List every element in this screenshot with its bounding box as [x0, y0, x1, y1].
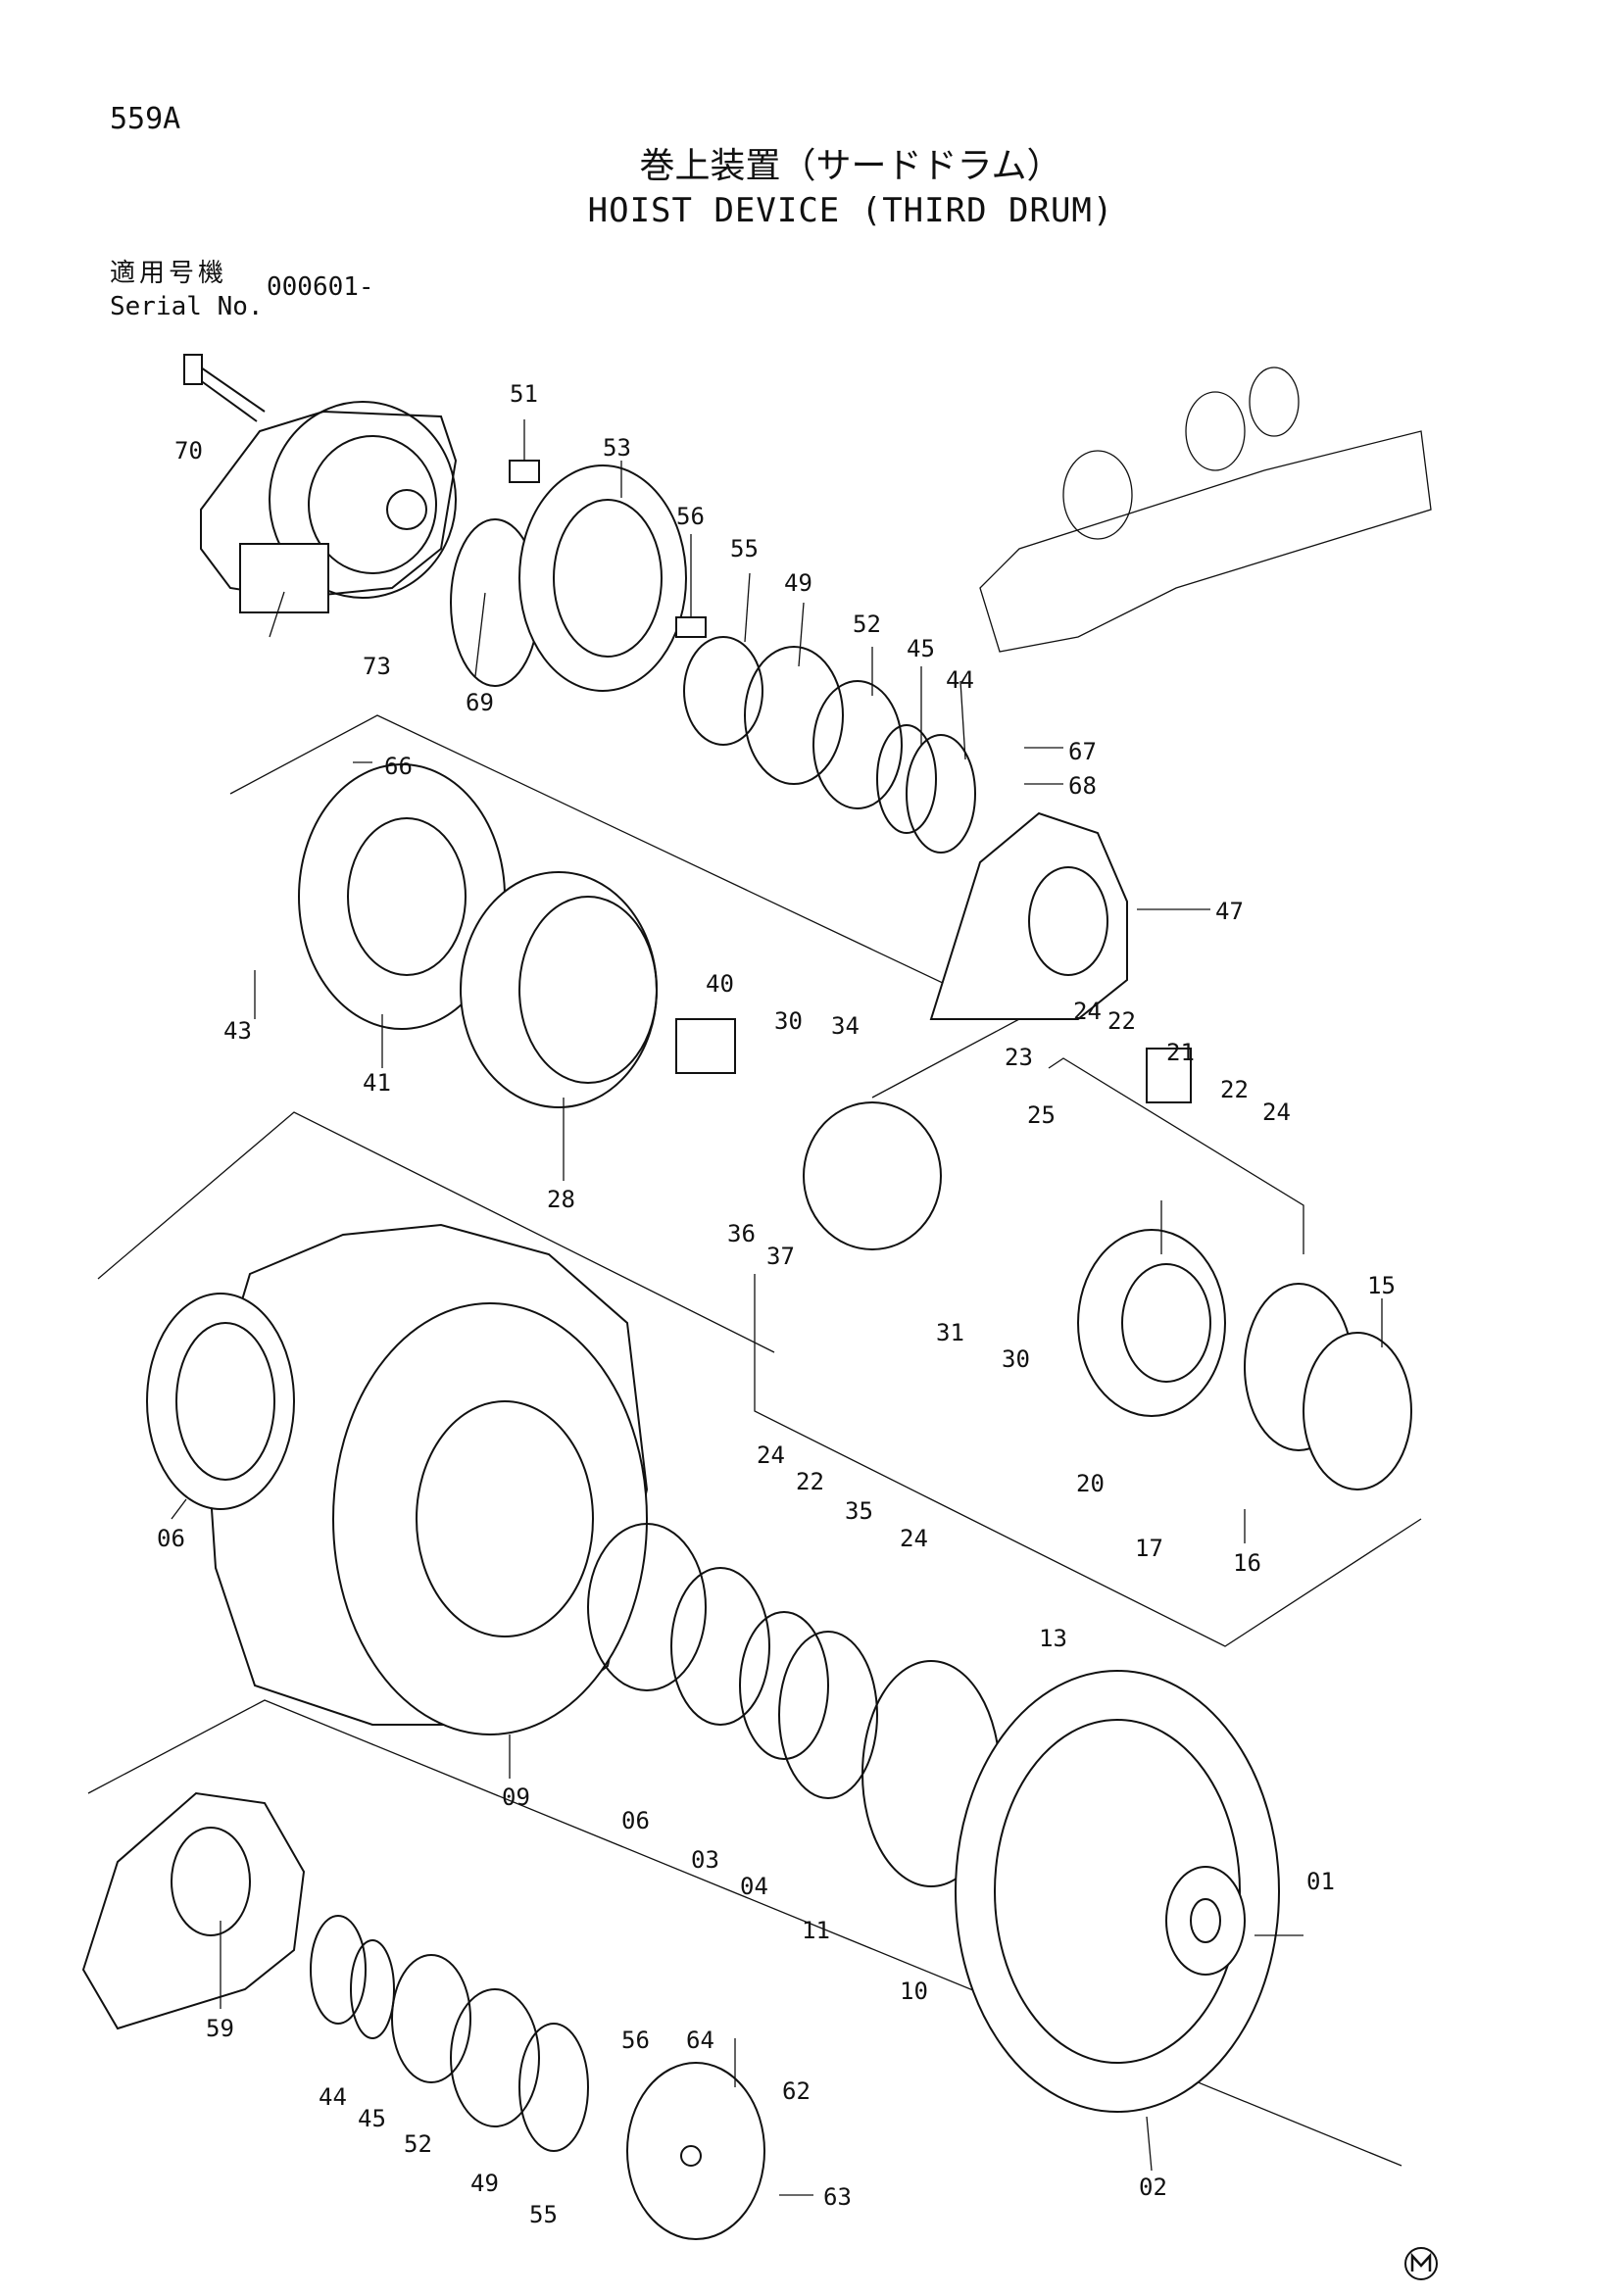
part-label-52: 52 — [853, 611, 881, 638]
part-label-21: 21 — [1166, 1039, 1195, 1066]
part-label-11: 11 — [802, 1917, 830, 1944]
serial-label-english: Serial No. — [110, 292, 264, 321]
part-label-10: 10 — [900, 1978, 928, 2005]
part-label-31: 31 — [936, 1319, 964, 1346]
part-label-22: 22 — [1220, 1076, 1249, 1103]
part-label-66: 66 — [384, 753, 413, 780]
part-label-56: 56 — [676, 503, 705, 530]
part-label-13: 13 — [1039, 1625, 1067, 1652]
hoist-motor-drawing — [183, 354, 458, 613]
serial-number-value: 000601- — [267, 272, 374, 302]
part-label-49: 49 — [784, 569, 812, 597]
part-label-15: 15 — [1367, 1272, 1396, 1299]
serial-label-japanese: 適用号機 — [110, 259, 228, 288]
part-label-62: 62 — [782, 2077, 811, 2105]
part-label-30: 30 — [774, 1007, 803, 1035]
part-label-47: 47 — [1215, 898, 1244, 925]
part-label-35: 35 — [845, 1497, 873, 1525]
part-label-45: 45 — [907, 635, 935, 662]
manufacturer-mark-icon — [1404, 2247, 1438, 2280]
part-label-20: 20 — [1076, 1470, 1105, 1497]
part-label-22: 22 — [796, 1468, 824, 1495]
drum-drawing — [97, 1111, 775, 1735]
part-label-55: 55 — [730, 535, 759, 562]
lower-bracket-drawing — [81, 1791, 765, 2240]
part-label-16: 16 — [1233, 1549, 1261, 1577]
part-label-55: 55 — [529, 2201, 558, 2228]
upper-seal-bearing-drawing — [450, 460, 976, 854]
part-label-01: 01 — [1306, 1868, 1335, 1895]
machine-location-sketch — [979, 366, 1432, 653]
part-label-17: 17 — [1135, 1535, 1163, 1562]
part-label-09: 09 — [502, 1783, 530, 1811]
part-label-45: 45 — [358, 2105, 386, 2132]
part-label-24: 24 — [900, 1525, 928, 1552]
part-label-02: 02 — [1139, 2174, 1167, 2201]
part-label-37: 37 — [766, 1243, 795, 1270]
part-label-41: 41 — [363, 1069, 391, 1097]
part-label-67: 67 — [1068, 738, 1097, 765]
page-title-english: HOIST DEVICE (THIRD DRUM) — [587, 191, 1114, 230]
part-label-06: 06 — [157, 1525, 185, 1552]
leader-lines — [171, 419, 1383, 2196]
part-label-52: 52 — [404, 2130, 432, 2158]
part-label-56: 56 — [621, 2027, 650, 2054]
part-number-labels: 70 73 51 69 53 56 55 49 52 45 44 67 68 6… — [157, 380, 1396, 2228]
part-label-63: 63 — [823, 2183, 852, 2211]
part-label-69: 69 — [466, 689, 494, 716]
part-label-24: 24 — [1073, 998, 1102, 1025]
part-label-43: 43 — [223, 1017, 252, 1045]
page-title-japanese: 巻上装置（サードドラム） — [639, 146, 1062, 186]
part-label-44: 44 — [946, 666, 974, 694]
part-label-51: 51 — [510, 380, 538, 408]
part-label-23: 23 — [1005, 1044, 1033, 1071]
part-label-03: 03 — [691, 1846, 719, 1874]
part-label-06: 06 — [621, 1807, 650, 1834]
part-label-22: 22 — [1107, 1007, 1136, 1035]
part-label-64: 64 — [686, 2027, 714, 2054]
brake-drum-drawing — [87, 1670, 1402, 2167]
part-label-53: 53 — [603, 434, 631, 462]
middle-assembly-drawing — [229, 714, 1128, 1250]
part-label-73: 73 — [363, 653, 391, 680]
part-label-44: 44 — [319, 2083, 347, 2111]
page-number: 559A — [110, 102, 181, 136]
part-label-68: 68 — [1068, 772, 1097, 800]
lower-seal-bearing-drawing — [587, 1523, 1001, 1887]
part-label-40: 40 — [706, 970, 734, 998]
part-label-04: 04 — [740, 1873, 768, 1900]
part-label-28: 28 — [547, 1186, 575, 1213]
part-label-34: 34 — [831, 1012, 860, 1040]
part-label-30: 30 — [1002, 1345, 1030, 1373]
part-label-25: 25 — [1027, 1101, 1056, 1129]
part-label-49: 49 — [470, 2170, 499, 2197]
part-label-59: 59 — [206, 2015, 234, 2042]
part-label-24: 24 — [757, 1441, 785, 1469]
part-label-70: 70 — [174, 437, 203, 464]
planetary-carrier-drawing — [754, 1048, 1422, 1647]
part-label-36: 36 — [727, 1220, 756, 1247]
part-label-24: 24 — [1262, 1099, 1291, 1126]
